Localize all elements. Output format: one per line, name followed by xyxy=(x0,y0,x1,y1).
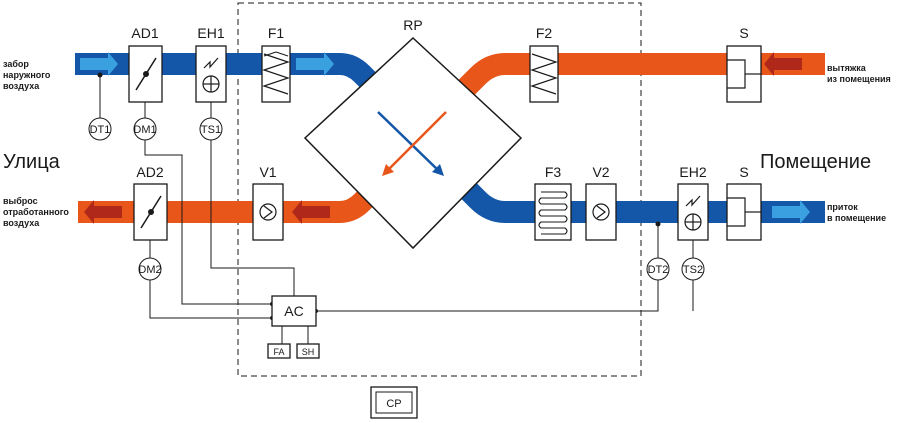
label-F1: F1 xyxy=(268,25,285,41)
label-FA: FA xyxy=(273,347,284,357)
exhaust-flow-arrow-icon xyxy=(292,200,330,224)
label-DT1: DT1 xyxy=(90,124,111,136)
heater-bolt-icon xyxy=(685,195,701,207)
recuperator xyxy=(303,36,523,250)
supply-label-2: в помещение xyxy=(827,213,886,223)
filter-pleat-icon xyxy=(262,53,290,95)
label-S-top: S xyxy=(739,25,748,41)
filter-pleat-icon xyxy=(530,53,558,95)
intake-label-2: наружного xyxy=(3,70,51,80)
damper-pivot-icon xyxy=(143,71,149,77)
recuperator-warm-flow xyxy=(385,111,447,173)
wire-DM2-AC xyxy=(149,280,272,319)
heater-EH2 xyxy=(677,183,709,241)
label-AD1: AD1 xyxy=(131,25,158,41)
exhaust-label-2: отработанного xyxy=(3,207,69,217)
supply-arrow-icon xyxy=(772,200,810,224)
label-F2: F2 xyxy=(536,25,553,41)
exhaust-arrow-icon xyxy=(84,200,122,224)
sensor-DT1 xyxy=(88,117,112,141)
label-V1: V1 xyxy=(259,164,276,180)
label-V2: V2 xyxy=(592,164,609,180)
exhaust-duct xyxy=(78,168,396,223)
zone-outside-label: Улица xyxy=(3,151,61,173)
recuperator-cold-flow xyxy=(377,111,441,173)
unit-enclosure xyxy=(237,2,642,377)
coil-icon xyxy=(538,191,568,235)
exhaust-label-3: воздуха xyxy=(3,218,40,228)
label-EH2: EH2 xyxy=(679,164,706,180)
intake-flow-arrow-icon xyxy=(296,52,334,76)
fan-V2 xyxy=(585,183,617,241)
label-EH1: EH1 xyxy=(197,25,224,41)
intake-label-1: забор xyxy=(3,59,29,69)
supply-duct xyxy=(444,166,825,223)
damper-pivot-icon xyxy=(148,209,154,215)
intake-duct xyxy=(75,53,397,125)
recuperator-warm-arrowhead-icon xyxy=(382,164,394,176)
extract-label-2: из помещения xyxy=(827,74,891,84)
label-S-bottom: S xyxy=(739,164,748,180)
label-DT2: DT2 xyxy=(648,264,669,276)
label-RP: RP xyxy=(403,17,422,33)
extract-label-1: вытяжка xyxy=(827,63,867,73)
fan-icon xyxy=(592,203,610,221)
module-SH xyxy=(296,343,320,359)
fan-icon xyxy=(259,203,277,221)
recuperator-cold-arrowhead-icon xyxy=(432,164,444,176)
wire-TS1-AC xyxy=(210,140,295,296)
fan-V1 xyxy=(252,183,284,241)
extract-arrow-icon xyxy=(764,52,802,76)
cooler-F3 xyxy=(534,183,572,241)
wire-DM1-AC xyxy=(144,140,272,305)
intake-arrow-icon xyxy=(80,52,118,76)
label-TS1: TS1 xyxy=(201,124,221,136)
label-F3: F3 xyxy=(545,164,562,180)
controller-AC xyxy=(271,295,317,327)
intake-label-3: воздуха xyxy=(3,81,40,91)
label-AC: AC xyxy=(284,303,303,319)
extract-duct xyxy=(444,53,825,110)
heater-EH1 xyxy=(195,45,227,103)
zone-room-label: Помещение xyxy=(760,151,871,173)
supply-label-1: приток xyxy=(827,202,858,212)
module-FA xyxy=(267,343,291,359)
exhaust-label-1: выброс xyxy=(3,196,38,206)
heater-bolt-icon xyxy=(203,57,219,69)
label-DM1: DM1 xyxy=(133,124,156,136)
label-DM2: DM2 xyxy=(138,264,161,276)
label-AD2: AD2 xyxy=(136,164,163,180)
label-SH: SH xyxy=(302,347,315,357)
label-CP: CP xyxy=(386,398,401,410)
wire-DT2-AC xyxy=(316,280,659,312)
label-TS2: TS2 xyxy=(683,264,703,276)
